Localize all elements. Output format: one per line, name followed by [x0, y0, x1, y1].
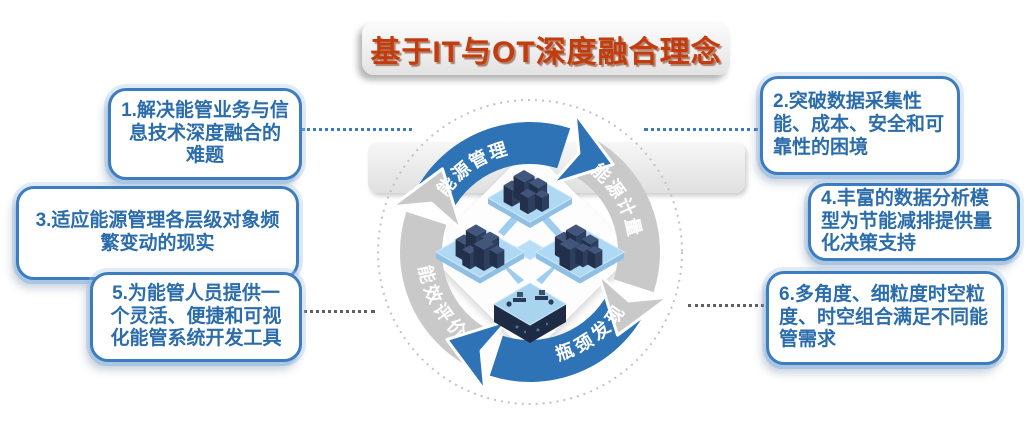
- callout-text-6: 6.多角度、细粒度时空粒度、时空组合满足不同能管需求: [779, 283, 989, 351]
- cycle-dotted-ring: [377, 99, 683, 405]
- callout-text-1: 1.解决能管业务与信息技术深度融合的难题: [121, 99, 289, 167]
- callout-box-1: 1.解决能管业务与信息技术深度融合的难题: [108, 88, 302, 180]
- cycle-diagram: 能源管理 能源计量 瓶颈发现 能效评价: [377, 99, 683, 405]
- connector-line-callout-2: [644, 128, 758, 131]
- callout-text-2: 2.突破数据采集性能、成本、安全和可靠性的困境: [773, 91, 945, 158]
- connector-line-callout-6: [688, 304, 764, 307]
- callout-text-3: 3.适应能源管理各层级对象频繁变动的现实: [35, 210, 280, 254]
- connector-line-callout-1: [302, 128, 412, 131]
- callout-box-2: 2.突破数据采集性能、成本、安全和可靠性的困境: [760, 76, 960, 175]
- connector-line-callout-5: [291, 310, 375, 313]
- callout-box-6: 6.多角度、细粒度时空粒度、时空组合满足不同能管需求: [766, 271, 1004, 365]
- callout-text-5: 5.为能管人员提供一个灵活、便捷和可视化能管系统开发工具: [110, 282, 282, 350]
- callout-box-4: 4.丰富的数据分析模型为节能减排提供量化决策支持: [808, 183, 1020, 261]
- title-banner: 基于IT与OT深度融合理念: [362, 22, 730, 75]
- callout-box-5: 5.为能管人员提供一个灵活、便捷和可视化能管系统开发工具: [90, 272, 302, 362]
- callout-text-4: 4.丰富的数据分析模型为节能减排提供量化决策支持: [821, 187, 993, 255]
- callout-box-3: 3.适应能源管理各层级对象频繁变动的现实: [16, 186, 299, 280]
- center-illustration: [435, 170, 625, 343]
- page-title: 基于IT与OT深度融合理念: [370, 35, 722, 69]
- illustration-platform-bottom: [493, 282, 567, 343]
